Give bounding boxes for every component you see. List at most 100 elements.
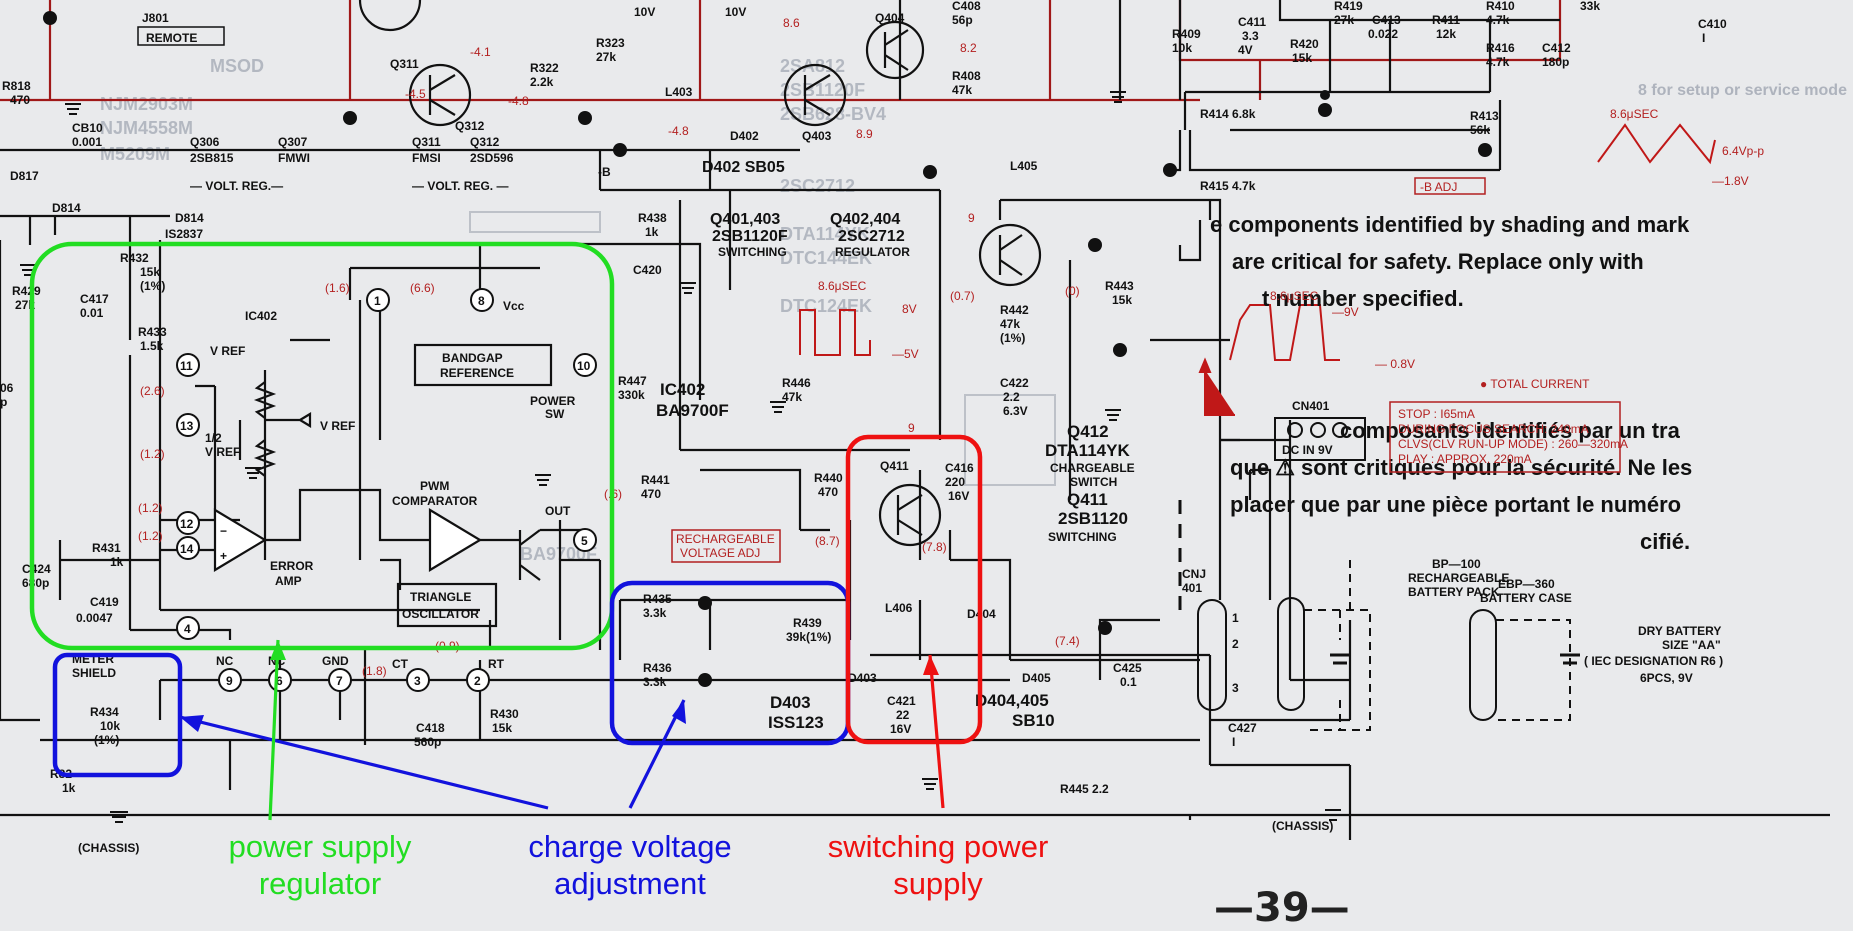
page-number: —39— (1214, 885, 1350, 931)
v-zero: (0) (1065, 284, 1080, 298)
ground-symbols (20, 91, 1341, 823)
r439-label: R439 (793, 616, 822, 630)
rech-label-1: RECHARGEABLE (676, 532, 775, 546)
ghost-part-4: 2SC2712 (780, 176, 855, 196)
r408-value: 47k (952, 83, 972, 97)
power-sw-label-1: POWER (530, 394, 576, 408)
c408-label: C408 (952, 0, 981, 13)
c411-voltage: 4V (1238, 43, 1253, 57)
regulator-highlight (29, 241, 615, 651)
d402-label: D402 (730, 129, 759, 143)
c421-voltage: 16V (890, 722, 911, 736)
r419-label: R419 (1334, 0, 1363, 13)
dc-in-label: DC IN 9V (1282, 443, 1333, 457)
note-line-4: composants identifiés par un tra (1340, 418, 1681, 443)
d403-label: D403 (770, 693, 811, 712)
c416-value: 220 (945, 475, 965, 489)
cnj-pin-3: 3 (1232, 681, 1239, 695)
v-a: -4.5 (405, 87, 426, 101)
caption-green-line2: regulator (258, 866, 382, 901)
q312-part: 2SD596 (470, 151, 514, 165)
minus-b-label: -B (598, 165, 611, 179)
v-pin13: (1.2) (140, 447, 165, 461)
bandgap-label-1: BANDGAP (442, 351, 503, 365)
v-pin12: (1.2) (138, 501, 163, 515)
wave-top-low: —1.8V (1712, 174, 1749, 188)
v-q411-b: (7.8) (922, 540, 947, 554)
d817-label: D817 (10, 169, 39, 183)
c419-label: C419 (90, 595, 119, 609)
r323-label: R323 (596, 36, 625, 50)
d403-part: ISS123 (768, 713, 824, 732)
d404-part: D404,405 (975, 691, 1049, 710)
pwm-label-2: COMPARATOR (392, 494, 478, 508)
r441-label: R441 (641, 473, 670, 487)
r435-value: 3.3k (643, 606, 667, 620)
pin-3: 3 (414, 674, 421, 688)
c413-label: C413 (1372, 13, 1401, 27)
r322-label: R322 (530, 61, 559, 75)
l406-label: L406 (885, 601, 913, 615)
q306-part: 2SB815 (190, 151, 234, 165)
note-line-7: cifié. (1640, 529, 1690, 554)
rt-label: RT (488, 657, 505, 671)
v-d: 8.6 (783, 16, 800, 30)
r431-value: 1k (110, 555, 124, 569)
c421-label: C421 (887, 694, 916, 708)
c427-value: I (1232, 735, 1235, 749)
q312-label: Q312 (470, 135, 500, 149)
v-pin8: (6.6) (410, 281, 435, 295)
v-q412: (0.7) (950, 289, 975, 303)
q311-label: Q311 (412, 135, 441, 149)
vref-arrow-label: V REF (320, 419, 355, 433)
r432-value: 15k (140, 265, 160, 279)
v-d405: (7.4) (1055, 634, 1080, 648)
r440-label: R440 (814, 471, 843, 485)
cb10-label: CB10 (72, 121, 103, 135)
r413-value: 56k (1470, 123, 1490, 137)
d814-part: IS2837 (165, 227, 203, 241)
svg-text:−: − (220, 524, 227, 538)
r432-tol: (1%) (140, 279, 165, 293)
cb10-value: 0.001 (72, 135, 102, 149)
c411-value: 3.3 (1242, 29, 1259, 43)
q403-label: Q403 (802, 129, 832, 143)
waveforms (799, 123, 1716, 416)
c422-value: 2.2 (1003, 390, 1020, 404)
q401-label: Q401,403 (710, 211, 780, 228)
r429-label: R429 (12, 284, 41, 298)
wave-top-period: 8.6μSEC (1610, 107, 1659, 121)
v-b: -4.1 (470, 45, 491, 59)
shield-highlight (52, 652, 183, 778)
c411-label: C411 (1238, 15, 1266, 29)
pin-14: 14 (180, 542, 194, 556)
test-pads (43, 11, 1492, 687)
q306-label: Q306 (190, 135, 220, 149)
pin-4: 4 (184, 622, 191, 636)
vref-label: V REF (210, 344, 245, 358)
switching-power-caption: switching power supply (800, 828, 1076, 902)
cap-10v-b: 10V (725, 5, 746, 19)
r420-label: R420 (1290, 37, 1319, 51)
d814-label-small: D814 (52, 201, 81, 215)
pin-2: 2 (474, 674, 481, 688)
v-f: 8.9 (856, 127, 873, 141)
caption-blue-line1: charge voltage (528, 829, 732, 864)
c416-label: C416 (945, 461, 974, 475)
c425-value: 0.1 (1120, 675, 1137, 689)
r416-label: R416 (1486, 41, 1515, 55)
callout-arrows (179, 639, 945, 821)
r415-label: R415 4.7k (1200, 179, 1256, 193)
cnj-label: CNJ (1182, 567, 1206, 581)
c420-label: C420 (633, 263, 662, 277)
r434-value: 10k (100, 719, 120, 733)
dry-battery-1: DRY BATTERY (1638, 624, 1721, 638)
c408-value: 56p (952, 13, 973, 27)
r435-label: R435 (643, 592, 672, 606)
r443-value: 15k (1112, 293, 1132, 307)
c417-label: C417 (80, 292, 109, 306)
remote-label: REMOTE (146, 31, 197, 45)
ground-bus (0, 813, 1830, 820)
r-33k: 33k (1580, 0, 1600, 13)
